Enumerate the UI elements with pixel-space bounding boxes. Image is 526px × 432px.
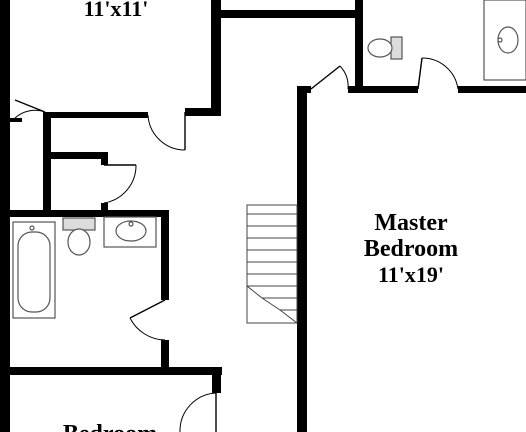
hall-bath-right-wall-lower bbox=[161, 340, 169, 368]
top-bedroom-dims: 11'x11' bbox=[84, 0, 149, 21]
left-closet-door bbox=[14, 99, 46, 119]
master-toilet-icon bbox=[367, 36, 403, 60]
hall-bath-fixtures bbox=[12, 216, 157, 319]
bottom-bedroom-top-wall bbox=[10, 367, 222, 375]
master-bedroom-top-left bbox=[297, 86, 311, 93]
master-bedroom-door bbox=[310, 65, 349, 90]
master-bath-fixtures bbox=[367, 0, 526, 81]
upper-hall-wall bbox=[221, 10, 361, 18]
master-vanity-icon bbox=[483, 0, 526, 81]
master-bedroom-dims: 11'x19' bbox=[378, 262, 444, 287]
bottom-bedroom-door bbox=[179, 392, 217, 432]
left-exterior-wall bbox=[0, 0, 10, 432]
closet-door-jamb-top bbox=[101, 152, 108, 165]
bottom-bedroom-name: Bedroom bbox=[63, 421, 157, 432]
closet-top-wall bbox=[51, 152, 107, 159]
hall-bath-right-wall-upper bbox=[161, 210, 169, 300]
master-bedroom-left-wall bbox=[297, 88, 307, 432]
master-bath-door bbox=[417, 57, 459, 90]
hall-bath-top-wall bbox=[10, 210, 168, 217]
room-labels: 11'x11' Master Bedroom 11'x19' Bedroom bbox=[63, 0, 458, 432]
toilet-icon bbox=[62, 217, 96, 256]
closet-door-jamb-bottom bbox=[101, 203, 108, 213]
top-bedroom-bottom-wall-right bbox=[185, 108, 221, 116]
doors bbox=[14, 57, 459, 432]
staircase bbox=[246, 204, 298, 324]
closet-left-wall bbox=[43, 115, 51, 213]
master-bath-bottom-wall-left bbox=[348, 86, 418, 93]
top-bedroom-right-wall bbox=[211, 0, 221, 116]
left-wall-stub bbox=[10, 118, 22, 122]
linen-closet-door bbox=[103, 164, 137, 204]
master-bath-bottom-wall-right bbox=[458, 86, 526, 93]
bottom-bedroom-right-wall bbox=[212, 367, 221, 393]
top-bedroom-bottom-wall-left bbox=[43, 112, 148, 118]
master-bath-left-wall bbox=[355, 0, 363, 92]
hall-bath-door bbox=[129, 299, 166, 341]
master-bedroom-name-2: Bedroom bbox=[364, 236, 458, 262]
bathtub-icon bbox=[12, 221, 56, 319]
master-bedroom-name-1: Master bbox=[374, 210, 448, 236]
top-bedroom-door bbox=[147, 112, 186, 151]
sink-icon bbox=[103, 216, 157, 248]
